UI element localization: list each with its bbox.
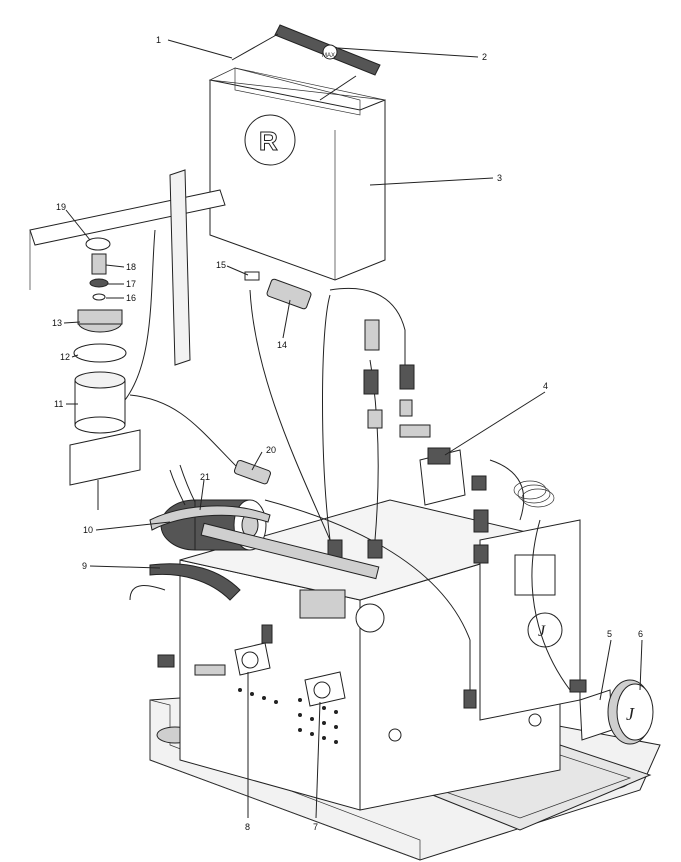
callout-2: 2 — [482, 52, 487, 62]
callout-10: 10 — [83, 525, 93, 535]
callout-13: 13 — [52, 318, 62, 328]
callout-6: 6 — [638, 629, 643, 639]
coiled-tube — [513, 480, 555, 508]
callout-18: 18 — [126, 262, 136, 272]
pressure-gauge: J — [579, 679, 654, 745]
left-frame-rail — [29, 169, 226, 366]
callout-9: 9 — [82, 561, 87, 571]
perforations — [238, 688, 338, 744]
callout-17: 17 — [126, 279, 136, 289]
leader-lines — [63, 39, 643, 819]
callout-15: 15 — [216, 260, 226, 270]
callout-5: 5 — [607, 629, 612, 639]
solenoid-valve — [419, 447, 489, 533]
tank-bracket-label: MAX — [322, 53, 335, 59]
chassis-frame: J — [179, 499, 581, 811]
tank-pins — [231, 33, 357, 101]
tank-bracket: MAX — [274, 24, 381, 76]
heater-tube — [200, 522, 385, 633]
hoses — [124, 229, 571, 691]
callout-3: 3 — [497, 173, 502, 183]
callout-14: 14 — [277, 340, 287, 350]
callout-1: 1 — [156, 35, 161, 45]
svg-text:J: J — [538, 623, 546, 640]
callout-12: 12 — [60, 352, 70, 362]
callout-16: 16 — [126, 293, 136, 303]
callout-19: 19 — [56, 202, 66, 212]
relief-valve-assembly — [69, 237, 141, 510]
callout-20: 20 — [266, 445, 276, 455]
insulation-strip — [149, 563, 241, 601]
svg-text:J: J — [626, 704, 635, 724]
callout-7: 7 — [313, 822, 318, 832]
callout-4: 4 — [543, 381, 548, 391]
tank-logo: R — [259, 126, 278, 156]
callout-labels: 1 2 3 4 5 6 7 8 9 10 11 12 13 14 15 16 1… — [52, 35, 643, 832]
callout-11: 11 — [54, 399, 63, 409]
water-tank: R — [208, 67, 386, 281]
fittings — [233, 271, 587, 709]
callout-21: 21 — [200, 472, 210, 482]
callout-8: 8 — [245, 822, 250, 832]
lower-valves — [129, 585, 346, 707]
